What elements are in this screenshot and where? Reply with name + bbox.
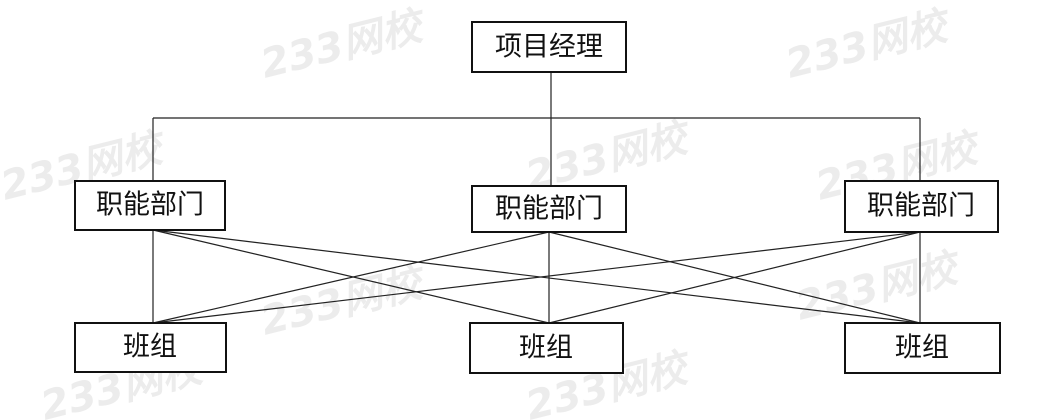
connector-line xyxy=(152,231,921,324)
node-department-left: 职能部门 xyxy=(74,180,226,231)
node-label: 班组 xyxy=(895,333,949,364)
node-box xyxy=(471,21,627,73)
node-team-center: 班组 xyxy=(469,322,624,374)
node-project-manager: 项目经理 xyxy=(471,21,627,73)
connector-line xyxy=(152,231,550,324)
node-department-right: 职能部门 xyxy=(844,180,999,233)
node-box xyxy=(469,322,624,374)
node-label: 职能部门 xyxy=(96,190,204,221)
watermark: 233网校 xyxy=(256,2,432,88)
node-label: 班组 xyxy=(123,332,177,363)
node-box xyxy=(74,180,226,231)
node-team-left: 班组 xyxy=(74,322,227,373)
node-label: 职能部门 xyxy=(867,191,975,222)
connector-line xyxy=(152,229,550,324)
node-team-right: 班组 xyxy=(844,322,1001,374)
node-box xyxy=(844,180,999,233)
node-label: 职能部门 xyxy=(495,194,603,225)
node-box xyxy=(844,322,1001,374)
watermark: 233网校 xyxy=(781,2,957,88)
node-label: 项目经理 xyxy=(495,32,603,63)
node-box xyxy=(471,185,627,233)
connector-lines xyxy=(152,72,921,324)
connector-line xyxy=(548,231,921,324)
node-department-center: 职能部门 xyxy=(471,185,627,233)
connector-line xyxy=(152,229,921,324)
watermark: 233网校 xyxy=(256,259,432,345)
node-box xyxy=(74,322,227,373)
node-label: 班组 xyxy=(519,333,573,364)
